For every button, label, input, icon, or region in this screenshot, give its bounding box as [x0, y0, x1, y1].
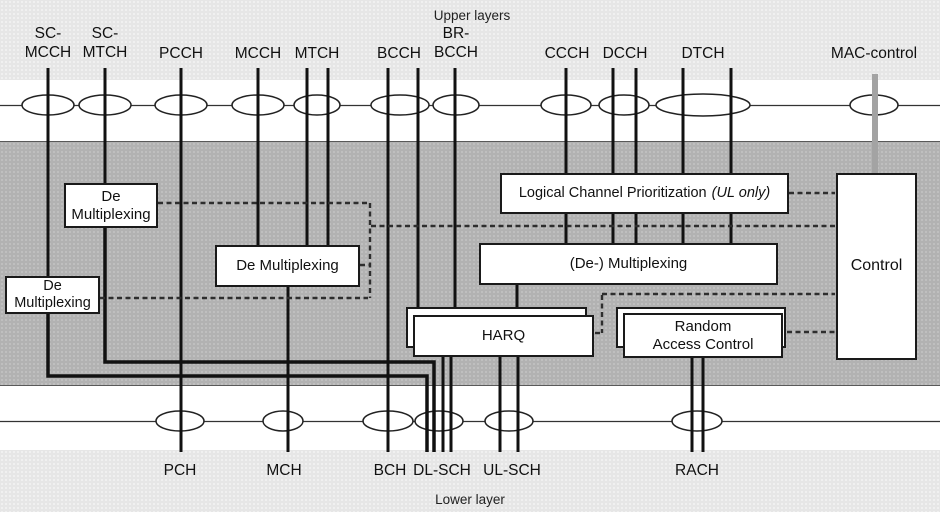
- transport-label-dl-sch: DL-SCH: [382, 461, 502, 480]
- channel-label-line: MCH: [266, 462, 302, 479]
- block-label: Access Control: [652, 335, 754, 353]
- channel-label-line: SC-: [34, 25, 62, 42]
- transport-label-mch: MCH: [224, 461, 344, 480]
- channel-label-sc-mcch: SC- MCCH: [0, 24, 108, 62]
- channel-label-ccch: CCCH: [507, 44, 627, 63]
- channel-label-line: MTCH: [294, 45, 340, 62]
- channel-label-line: BCH: [373, 462, 407, 479]
- channel-label-line: DTCH: [681, 45, 725, 62]
- line-sc-mtch-to-dl-sch: [103, 227, 436, 452]
- block-label: De Multiplexing: [236, 257, 339, 275]
- channel-label-line: RACH: [675, 462, 719, 479]
- channel-label-mtch: MTCH: [257, 44, 377, 63]
- lower-layer-band: [0, 450, 940, 512]
- channel-label-line: CCCH: [544, 45, 590, 62]
- block-de-multiplexing-lower: De Multiplexing: [5, 276, 100, 314]
- block-de-multiplexing-mch: De Multiplexing: [215, 245, 360, 287]
- channel-label-pcch: PCCH: [121, 44, 241, 63]
- upper-layers-label: Upper layers: [433, 8, 511, 23]
- channel-label-bcch: BCCH: [339, 44, 459, 63]
- channel-label-mac-control: MAC-control: [814, 44, 934, 63]
- line-sc-mcch-to-dl-sch: [46, 312, 429, 452]
- channel-label-line: MAC-control: [830, 45, 918, 62]
- lower-layer-label: Lower layer: [435, 492, 505, 507]
- transport-label-pch: PCH: [120, 461, 240, 480]
- block-label: Logical Channel Prioritization: [518, 185, 707, 202]
- sap-lines: [0, 104, 940, 423]
- block-control: Control: [836, 173, 917, 360]
- block-label: HARQ: [481, 327, 526, 345]
- transport-label-bch: BCH: [330, 461, 450, 480]
- channel-label-dcch: DCCH: [565, 44, 685, 63]
- channel-label-line: BCCH: [434, 44, 478, 61]
- block-label: De: [101, 188, 121, 206]
- block-label: (De-) Multiplexing: [569, 255, 688, 273]
- channel-label-line: BR-: [442, 25, 470, 42]
- channel-label-line: PCCH: [159, 45, 203, 62]
- channel-label-sc-mtch: SC- MTCH: [45, 24, 165, 62]
- block-logical-channel-prioritization: Logical Channel Prioritization(UL only): [500, 173, 789, 214]
- channel-label-mcch: MCCH: [198, 44, 318, 63]
- block-label-suffix: (UL only): [711, 185, 771, 202]
- block-harq: HARQ: [413, 315, 594, 357]
- channel-label-line: BCCH: [377, 45, 421, 62]
- channel-label-line: SC-: [91, 25, 119, 42]
- channel-label-line: DCCH: [602, 45, 648, 62]
- block-random-access-control: Random Access Control: [623, 313, 783, 358]
- channel-label-line: MTCH: [82, 44, 128, 61]
- transport-label-rach: RACH: [637, 461, 757, 480]
- block-label: Multiplexing: [14, 295, 91, 311]
- channel-label-br-bcch: BR- BCCH: [396, 24, 516, 62]
- transport-label-ul-sch: UL-SCH: [452, 461, 572, 480]
- channel-label-line: PCH: [163, 462, 197, 479]
- block-label: Random: [674, 318, 732, 336]
- block-label: De: [43, 278, 62, 295]
- upper-layers-band: [0, 0, 940, 80]
- block-de-multiplexing-upper: De Multiplexing: [64, 183, 158, 228]
- channel-label-dtch: DTCH: [643, 44, 763, 63]
- block-de-multiplexing-main: (De-) Multiplexing: [479, 243, 778, 285]
- channel-label-line: UL-SCH: [483, 462, 541, 479]
- dashed-control-links: [100, 191, 835, 335]
- channel-lines: [46, 68, 733, 452]
- channel-label-line: DL-SCH: [413, 462, 471, 479]
- channel-label-line: MCCH: [24, 44, 72, 61]
- block-label: Multiplexing: [71, 205, 151, 223]
- channel-label-line: MCCH: [234, 45, 282, 62]
- block-label: Control: [850, 257, 903, 275]
